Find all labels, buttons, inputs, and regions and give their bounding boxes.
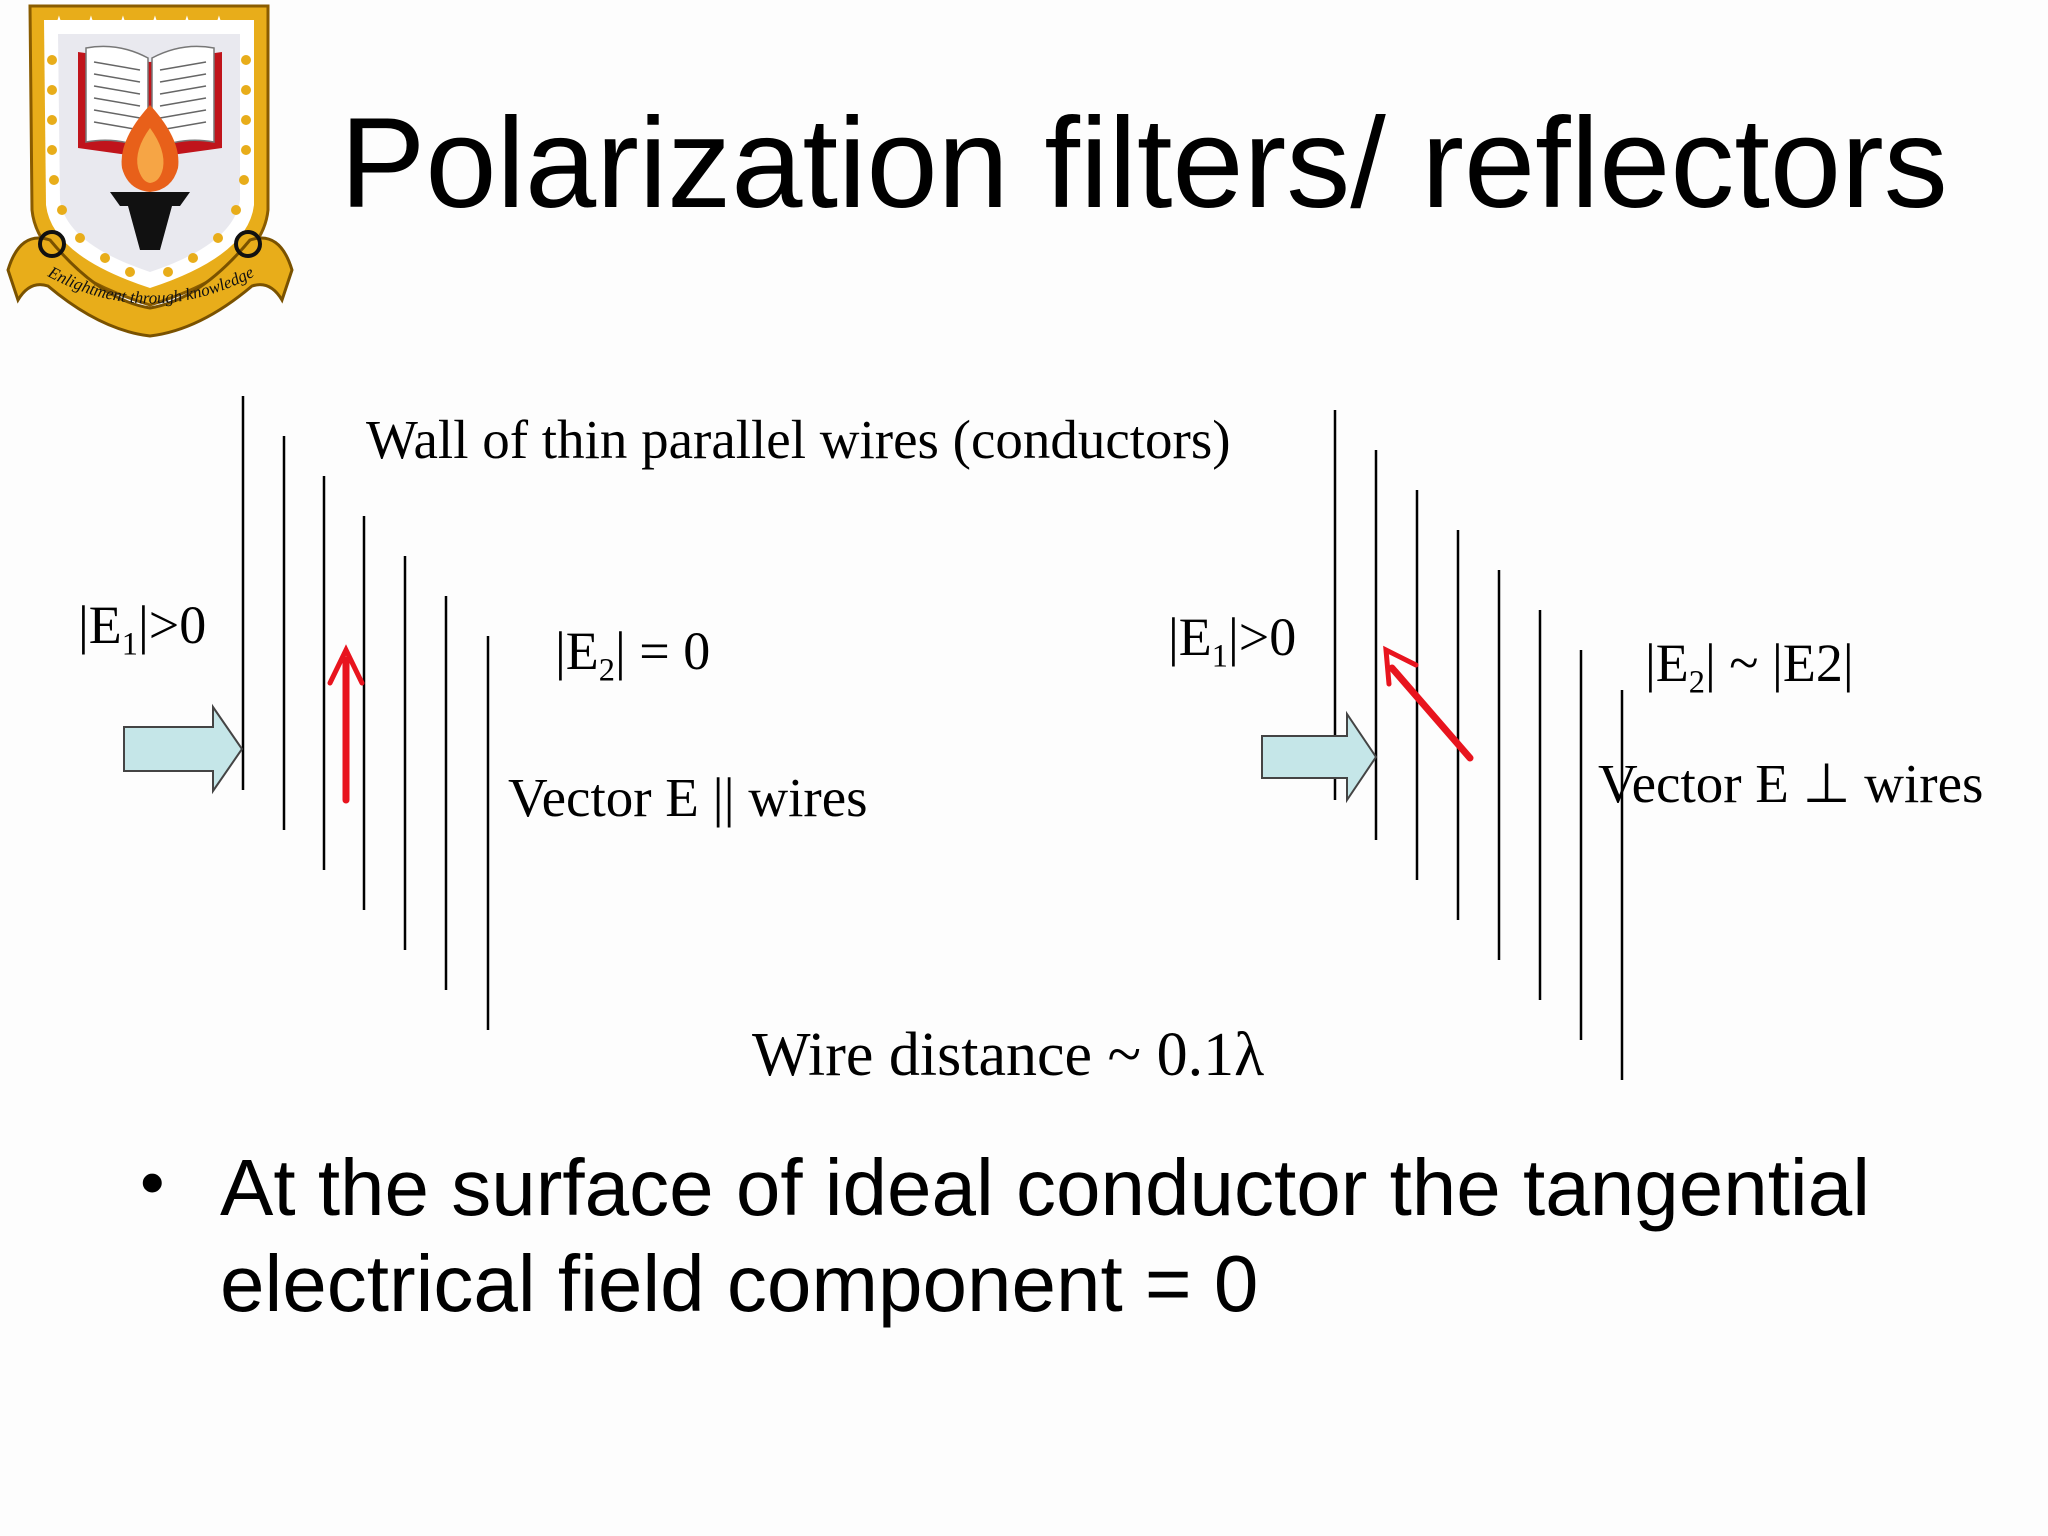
bullet-dot: • xyxy=(140,1143,165,1221)
right-e1-label: |E1|>0 xyxy=(1168,607,1297,675)
right-incident-wave-arrow xyxy=(1261,710,1378,804)
crest-stars: ★ ★ ★ ★ ★ ★ xyxy=(50,11,228,35)
wire-distance-label: Wire distance ~ 0.1λ xyxy=(752,1021,1265,1089)
motto-ribbon: Enlightment through knowledge xyxy=(6,230,294,338)
svg-text:★: ★ xyxy=(178,11,196,35)
bullet-item: •At the surface of ideal conductor the t… xyxy=(140,1140,2000,1332)
slide-title: Polarization filters/ reflectors xyxy=(340,92,1948,235)
right-e2-label: |E2| ~ |E2| xyxy=(1645,633,1854,701)
university-crest-logo: ★ ★ ★ ★ ★ ★ Enlightment through knowledg… xyxy=(6,4,294,338)
left-wire-wall xyxy=(241,396,490,1030)
right-vector-label: Vector E ⊥ wires xyxy=(1598,753,1984,814)
left-e2-label: |E2| = 0 xyxy=(555,621,711,689)
left-field-vector-arrow xyxy=(327,644,365,804)
svg-text:★: ★ xyxy=(82,11,100,35)
right-wire-wall xyxy=(1333,410,1624,1080)
svg-text:★: ★ xyxy=(114,11,132,35)
bullet-list: •At the surface of ideal conductor the t… xyxy=(140,1140,2000,1332)
wall-label: Wall of thin parallel wires (conductors) xyxy=(366,409,1231,470)
svg-text:★: ★ xyxy=(146,11,164,35)
right-field-vector-arrow xyxy=(1383,645,1474,762)
svg-text:★: ★ xyxy=(50,11,68,35)
torch-icon xyxy=(110,105,190,250)
left-vector-label: Vector E || wires xyxy=(508,767,868,828)
left-e1-label: |E1|>0 xyxy=(78,595,207,663)
svg-text:★: ★ xyxy=(210,11,228,35)
left-incident-wave-arrow xyxy=(123,703,244,795)
